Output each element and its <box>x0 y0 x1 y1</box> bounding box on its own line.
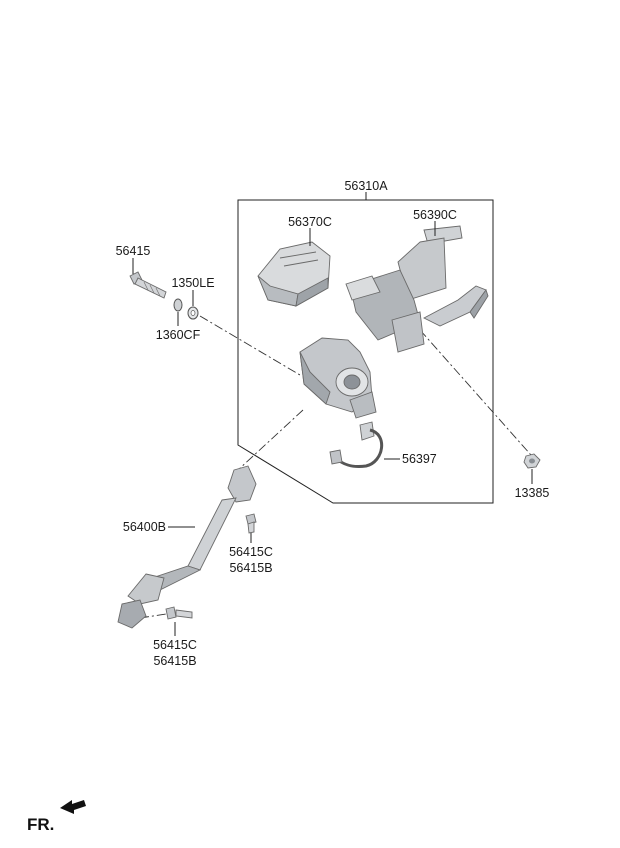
label-upper-bolt-b: 56415B <box>229 561 272 575</box>
lower-housing-part <box>299 337 377 419</box>
lower-bolt-part <box>165 606 193 620</box>
label-washer-1350le: 1350LE <box>171 276 214 290</box>
alignment-line-nut <box>419 329 532 456</box>
label-upper-bolt-c: 56415C <box>229 545 273 559</box>
front-arrow-icon <box>60 800 86 814</box>
washer-1350le-part <box>187 306 199 320</box>
label-washer-1360cf: 1360CF <box>156 328 201 342</box>
label-bolt: 56415 <box>116 244 151 258</box>
bolt-part <box>129 271 167 299</box>
label-cover: 56370C <box>288 215 332 229</box>
label-assembly: 56310A <box>344 179 388 193</box>
upper-small-bolt-part <box>245 513 257 534</box>
label-wire: 56397 <box>402 452 437 466</box>
label-shaft: 56400B <box>123 520 166 534</box>
label-lower-bolt-c: 56415C <box>153 638 197 652</box>
label-lower-bolt-b: 56415B <box>153 654 196 668</box>
alignment-line-shaft <box>237 409 304 471</box>
alignment-line-bolt <box>199 315 301 376</box>
column-tube-part <box>345 225 489 353</box>
label-column-tube: 56390C <box>413 208 457 222</box>
washer-1360cf-part <box>173 298 183 312</box>
wire-harness-part <box>329 421 384 468</box>
label-nut: 13385 <box>515 486 550 500</box>
column-cover-part <box>257 241 331 307</box>
front-indicator-label: FR. <box>27 815 54 834</box>
intermediate-shaft-part <box>117 465 257 629</box>
nut-part <box>523 453 541 469</box>
assembly-boundary <box>237 199 494 504</box>
